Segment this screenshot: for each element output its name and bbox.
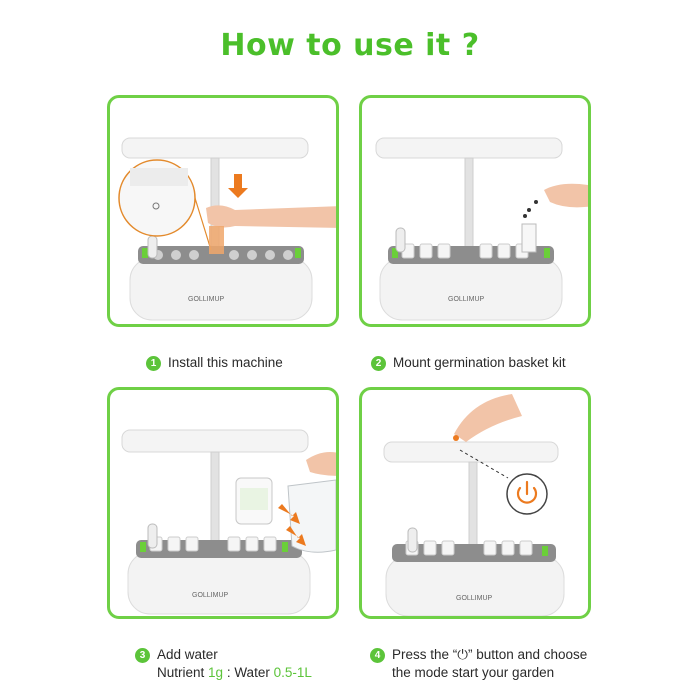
step-3-number: 3 bbox=[135, 648, 150, 663]
step-1-caption: 1 Install this machine bbox=[146, 354, 283, 372]
step-4-text-end: ” button and choose bbox=[467, 647, 588, 662]
step-2-illustration: GOLLIMUP bbox=[375, 137, 588, 321]
water-label: : Water bbox=[223, 665, 274, 680]
svg-text:GOLLIMUP: GOLLIMUP bbox=[456, 595, 493, 602]
step-4-illustration: GOLLIMUP bbox=[383, 394, 565, 616]
arrow-icon bbox=[286, 526, 306, 546]
step-1-panel: GOLLIMUP bbox=[107, 95, 339, 327]
step-4-number: 4 bbox=[370, 648, 385, 663]
step-4-text-start: Press the “ bbox=[392, 647, 458, 662]
power-symbol-icon: ⏻ bbox=[457, 647, 468, 662]
brand-label: GOLLIMUP bbox=[188, 296, 225, 303]
nutrient-value: 1g bbox=[208, 665, 224, 680]
step-2-caption: 2 Mount germination basket kit bbox=[371, 354, 566, 372]
step-2-text: Mount germination basket kit bbox=[393, 355, 566, 370]
step-3-caption: 3 Add water Nutrient 1g : Water 0.5-1L bbox=[135, 646, 312, 682]
arrow-icon bbox=[278, 504, 300, 524]
page-title: How to use it ? bbox=[220, 28, 480, 63]
step-3-illustration: GOLLIMUP bbox=[121, 429, 336, 615]
step-1-number: 1 bbox=[146, 356, 161, 371]
step-4-line2: the mode start your garden bbox=[392, 665, 555, 680]
step-1-illustration: GOLLIMUP bbox=[118, 137, 336, 321]
svg-text:GOLLIMUP: GOLLIMUP bbox=[448, 296, 485, 303]
step-3-panel: GOLLIMUP bbox=[107, 387, 339, 619]
power-icon bbox=[516, 480, 538, 504]
step-2-panel: GOLLIMUP bbox=[359, 95, 591, 327]
down-arrow-icon bbox=[228, 174, 248, 198]
nutrient-label: Nutrient bbox=[157, 665, 209, 680]
svg-text:GOLLIMUP: GOLLIMUP bbox=[192, 592, 229, 599]
step-3-detail: Nutrient 1g : Water 0.5-1L bbox=[135, 664, 312, 682]
step-4-caption: 4 Press the “⏻” button and choose the mod… bbox=[370, 646, 587, 682]
step-2-number: 2 bbox=[371, 356, 386, 371]
step-3-text: Add water bbox=[157, 647, 218, 662]
step-1-text: Install this machine bbox=[168, 355, 283, 370]
step-4-panel: GOLLIMUP bbox=[359, 387, 591, 619]
water-value: 0.5-1L bbox=[273, 665, 312, 680]
